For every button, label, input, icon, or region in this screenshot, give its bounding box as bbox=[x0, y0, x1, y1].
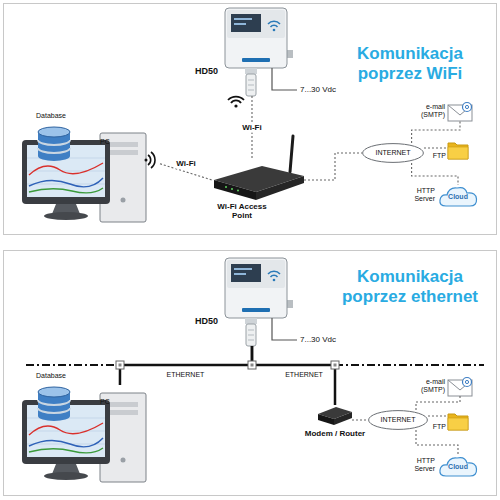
pc-label: PC bbox=[100, 138, 120, 146]
router-body bbox=[256, 176, 304, 200]
router-antenna bbox=[290, 136, 293, 172]
network-link bbox=[416, 396, 460, 410]
ethernet-cable bbox=[120, 346, 252, 385]
pc-illustration bbox=[22, 387, 146, 482]
email-service: e-mail (SMTP) bbox=[448, 103, 472, 121]
network-link bbox=[412, 163, 458, 185]
router-label: Wi-Fi Access Point bbox=[212, 202, 272, 220]
ftp-service: FTP bbox=[448, 141, 468, 159]
wifi-signal bbox=[231, 100, 241, 103]
ellipse-outline bbox=[369, 411, 428, 430]
internet-ellipse: INTERNET bbox=[368, 410, 428, 430]
ftp-service: FTP bbox=[448, 412, 468, 430]
panel-title: Komunikacja poprzez ethernet bbox=[330, 267, 490, 306]
logger-device: HD50 bbox=[222, 8, 290, 96]
modem-router: Modem / Router bbox=[318, 405, 352, 425]
cloud-service: HTTP ServerCloud bbox=[438, 185, 478, 207]
network-link bbox=[412, 121, 460, 143]
network-link bbox=[251, 96, 252, 160]
network-link bbox=[160, 164, 212, 180]
database-label: Database bbox=[36, 112, 86, 120]
cloud-label: Cloud bbox=[438, 193, 478, 201]
email-label: e-mail (SMTP) bbox=[412, 103, 445, 119]
internet-ellipse: INTERNET bbox=[362, 143, 424, 163]
pc-workstation: DatabasePC bbox=[20, 385, 160, 482]
link-label: ETHERNET bbox=[284, 371, 324, 379]
router-label: Modem / Router bbox=[300, 429, 370, 438]
modem-body bbox=[334, 412, 352, 425]
router-led bbox=[237, 190, 239, 192]
internet-label: INTERNET bbox=[362, 149, 424, 157]
http-label: HTTP Server bbox=[398, 457, 435, 473]
modem-body bbox=[318, 414, 334, 425]
ftp-label: FTP bbox=[426, 423, 446, 431]
voltage-label: 7...30 Vdc bbox=[300, 335, 336, 344]
ethernet-jack bbox=[334, 364, 337, 367]
ethernet-jack bbox=[248, 361, 256, 369]
email-icon bbox=[448, 378, 472, 397]
diagram-panel: Komunikacja poprzez WiFiHD50DatabasePCWi… bbox=[3, 3, 497, 235]
device-label: HD50 bbox=[188, 316, 218, 326]
ellipse-outline bbox=[363, 144, 424, 163]
http-label: HTTP Server bbox=[398, 187, 435, 203]
email-icon bbox=[448, 103, 472, 122]
network-link bbox=[424, 147, 448, 148]
network-link bbox=[428, 415, 448, 416]
wifi-signal bbox=[151, 152, 155, 168]
router-led bbox=[225, 186, 227, 188]
wifi-signal bbox=[145, 159, 148, 162]
wifi-signal bbox=[234, 104, 237, 107]
logger-device bbox=[225, 8, 297, 96]
router-led bbox=[231, 188, 233, 190]
panel-title: Komunikacja poprzez WiFi bbox=[330, 44, 490, 83]
ftp-folder-icon bbox=[448, 414, 468, 430]
network-link bbox=[416, 430, 458, 455]
ethernet-bus bbox=[335, 364, 484, 366]
ethernet-jack bbox=[116, 361, 124, 369]
database-label: Database bbox=[36, 372, 86, 380]
email-service: e-mail (SMTP) bbox=[448, 378, 472, 396]
network-link bbox=[304, 153, 362, 180]
link-label: Wi-Fi bbox=[241, 124, 262, 133]
cloud-service: HTTP ServerCloud bbox=[438, 455, 478, 477]
ftp-label: FTP bbox=[426, 152, 446, 160]
wifi-signal bbox=[148, 155, 151, 165]
diagram-panel: Komunikacja poprzez ethernetHD50Database… bbox=[3, 250, 497, 496]
cloud-label: Cloud bbox=[438, 463, 478, 471]
link-label: ETHERNET bbox=[166, 371, 206, 379]
pc-label: PC bbox=[100, 398, 120, 406]
logger-device: HD50 bbox=[222, 258, 290, 346]
logger-device bbox=[225, 258, 297, 346]
router-body bbox=[214, 180, 256, 200]
ethernet-jack bbox=[251, 364, 254, 367]
email-label: e-mail (SMTP) bbox=[412, 378, 445, 394]
ethernet-cable bbox=[252, 346, 335, 405]
ethernet-jack bbox=[331, 361, 339, 369]
wifi-access-point: Wi-Fi Access Point bbox=[212, 160, 304, 200]
ftp-folder-icon bbox=[448, 143, 468, 159]
ethernet-jack bbox=[119, 364, 122, 367]
internet-label: INTERNET bbox=[368, 416, 428, 424]
voltage-label: 7...30 Vdc bbox=[300, 85, 336, 94]
network-link bbox=[352, 419, 368, 420]
link-label: Wi-Fi bbox=[175, 159, 196, 168]
pc-illustration bbox=[22, 127, 146, 222]
ethernet-bus bbox=[26, 364, 120, 366]
pc-workstation: DatabasePC bbox=[20, 125, 160, 222]
device-label: HD50 bbox=[188, 66, 218, 76]
